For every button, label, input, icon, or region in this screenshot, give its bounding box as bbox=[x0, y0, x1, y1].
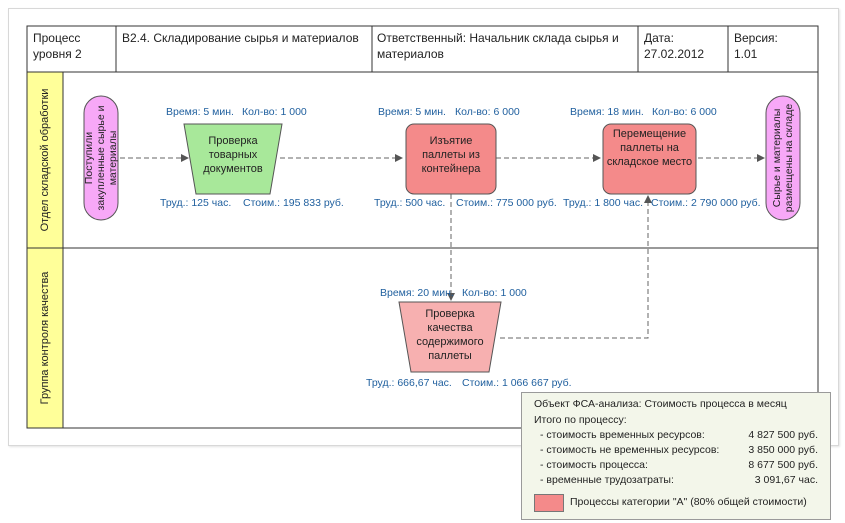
step-4-time: Время: 20 мин. bbox=[380, 287, 454, 299]
flow-arrow-6 bbox=[500, 195, 652, 339]
start-event bbox=[83, 95, 119, 221]
step-3-qty: Кол-во: 6 000 bbox=[652, 106, 717, 118]
step-4-cost: Стоим.: 1 066 667 руб. bbox=[462, 377, 572, 389]
step-4-shape bbox=[398, 301, 502, 373]
step-2-name: Изъятие паллеты из контейнера bbox=[421, 135, 481, 175]
legend-category: Процессы категории "А" (80% общей стоимо… bbox=[570, 496, 807, 508]
legend-category-swatch bbox=[534, 494, 564, 512]
legend-row-value: 3 091,67 час. bbox=[754, 474, 818, 486]
header-level: Процесс уровня 2 bbox=[33, 31, 82, 61]
header-date-label: Дата: bbox=[644, 31, 674, 45]
end-event-label: Сырье и материалы размещены на складе bbox=[771, 103, 795, 213]
step-3-shape bbox=[602, 123, 697, 195]
step-4-qty: Кол-во: 1 000 bbox=[462, 287, 527, 299]
legend-row-value: 8 677 500 руб. bbox=[748, 459, 818, 471]
step-2-labor: Труд.: 500 час. bbox=[374, 197, 446, 209]
step-2-shape bbox=[405, 123, 497, 195]
step-1-shape bbox=[183, 123, 283, 195]
header-version: 1.01 bbox=[734, 47, 758, 61]
legend-row-value: 3 850 000 руб. bbox=[748, 444, 818, 456]
header-date: 27.02.2012 bbox=[644, 47, 705, 61]
step-2-cost: Стоим.: 775 000 руб. bbox=[456, 197, 557, 209]
step-1-time: Время: 5 мин. bbox=[166, 106, 234, 118]
legend-total: Итого по процессу: bbox=[534, 414, 627, 426]
end-event bbox=[765, 95, 801, 221]
summary-legend: Объект ФСА-анализа: Стоимость процесса в… bbox=[521, 392, 831, 520]
legend-row-label: - временные трудозатраты: bbox=[540, 474, 674, 486]
legend-row-value: 4 827 500 руб. bbox=[748, 429, 818, 441]
lane-1-label: Отдел складской обработки bbox=[39, 88, 51, 232]
lane-2-label: Группа контроля качества bbox=[39, 271, 51, 405]
lane-1-header bbox=[26, 71, 64, 249]
legend-row-label: - стоимость не временных ресурсов: bbox=[540, 444, 720, 456]
legend-row-label: - стоимость процесса: bbox=[540, 459, 648, 471]
step-3-labor: Труд.: 1 800 час. bbox=[563, 197, 643, 209]
step-3-name: Перемещение паллеты на складское место bbox=[606, 128, 693, 168]
header-owner: Ответственный: Начальник склада сырья и … bbox=[377, 31, 619, 61]
header-version-label: Версия: bbox=[734, 31, 778, 45]
step-1-name: Проверка товарных документов bbox=[203, 135, 263, 175]
step-2-time: Время: 5 мин. bbox=[378, 106, 446, 118]
step-2-qty: Кол-во: 6 000 bbox=[455, 106, 520, 118]
header-process: B2.4. Складирование сырья и материалов bbox=[122, 31, 359, 45]
start-event-label: Поступили закупленные сырье и материалы bbox=[83, 105, 119, 211]
step-3-time: Время: 18 мин. bbox=[570, 106, 644, 118]
step-4-labor: Труд.: 666,67 час. bbox=[366, 377, 452, 389]
step-4-name: Проверка качества содержимого паллеты bbox=[416, 308, 484, 362]
header-table bbox=[26, 25, 819, 73]
legend-object: Объект ФСА-анализа: Стоимость процесса в… bbox=[534, 398, 787, 410]
step-1-qty: Кол-во: 1 000 bbox=[242, 106, 307, 118]
step-1-labor: Труд.: 125 час. bbox=[160, 197, 232, 209]
legend-row-label: - стоимость временных ресурсов: bbox=[540, 429, 705, 441]
lane-2-header bbox=[26, 247, 64, 429]
step-3-cost: Стоим.: 2 790 000 руб. bbox=[651, 197, 761, 209]
step-1-cost: Стоим.: 195 833 руб. bbox=[243, 197, 344, 209]
